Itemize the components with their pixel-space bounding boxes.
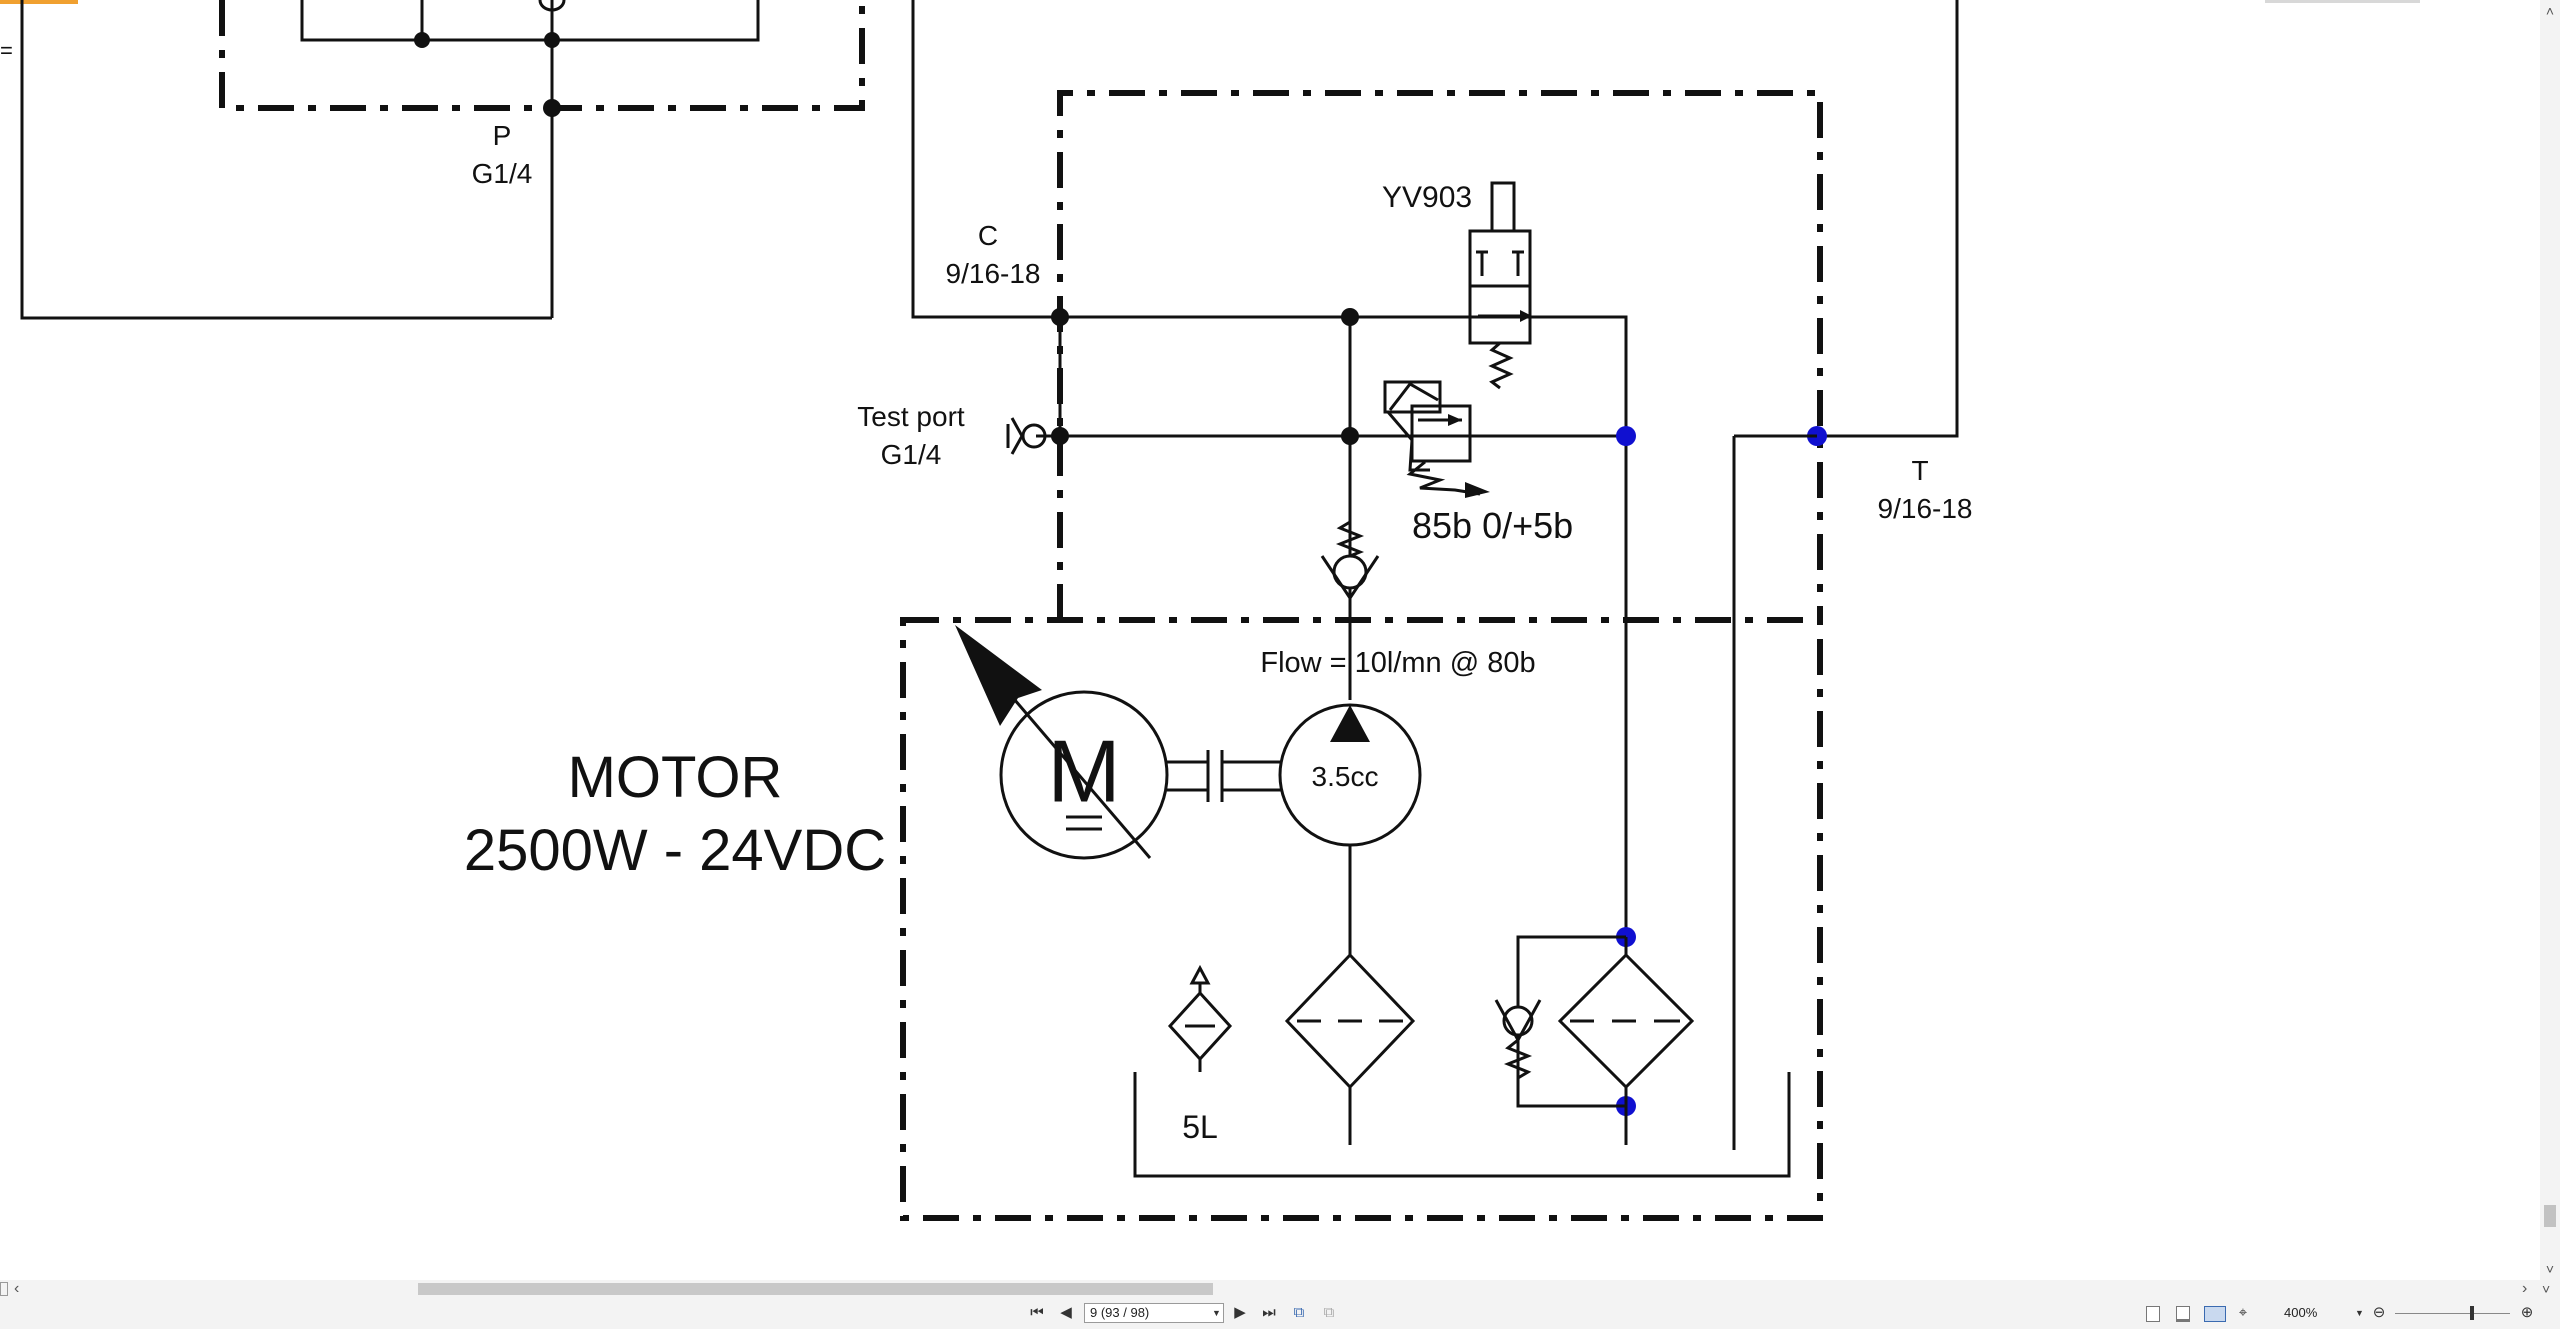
tank-return-line-upper xyxy=(1817,0,1959,438)
scroll-left-icon[interactable]: ‹ xyxy=(14,1280,20,1297)
zoom-slider-track[interactable] xyxy=(2395,1313,2510,1314)
tank-volume: 5L xyxy=(1182,1109,1218,1145)
zoom-in-icon[interactable]: ⊕ xyxy=(2520,1304,2534,1321)
split-pane-icon[interactable] xyxy=(0,1282,8,1296)
document-tab-indicator xyxy=(0,0,78,4)
continuous-page-icon[interactable] xyxy=(2176,1306,2190,1322)
port-p-name: P xyxy=(493,120,512,151)
port-p-thread: G1/4 xyxy=(472,158,533,189)
test-port-thread: G1/4 xyxy=(881,439,942,470)
scroll-down-icon[interactable]: ˅ xyxy=(2545,1261,2555,1277)
document-viewport[interactable]: = P G1/4 C 9/16-18 xyxy=(0,0,2540,1280)
scroll-up-icon[interactable]: ˄ xyxy=(2545,3,2555,19)
previous-view-icon[interactable]: ⧉ xyxy=(1293,1304,1305,1321)
suction-filter xyxy=(1284,952,1416,1145)
horizontal-scroll-thumb[interactable] xyxy=(418,1283,1213,1295)
top-scroll-indicator xyxy=(2265,0,2420,3)
page-dropdown-icon[interactable]: ▼ xyxy=(1212,1308,1221,1318)
navigation-toolbar: ⏮ ◀ 9 (93 / 98) ▼ ▶ ⏭ ⧉ ⧉ ⌖ 400% ▼ ⊖ ⊕ xyxy=(0,1298,2560,1329)
page-number-field[interactable]: 9 (93 / 98) xyxy=(1084,1303,1224,1323)
zoom-dropdown-icon[interactable]: ▼ xyxy=(2355,1308,2364,1318)
relief-setting: 85b 0/+5b xyxy=(1412,505,1573,546)
port-t-label: T 9/16-18 xyxy=(1878,455,1973,524)
continuous-facing-icon[interactable]: ⌖ xyxy=(2238,1304,2248,1321)
port-c-line xyxy=(911,0,1060,319)
motor-title: MOTOR xyxy=(568,745,783,810)
power-unit-enclosure xyxy=(900,617,1823,1221)
port-c-thread: 9/16-18 xyxy=(946,258,1041,289)
junction-blue xyxy=(1616,426,1636,446)
last-page-icon[interactable]: ⏭ xyxy=(1262,1304,1276,1321)
shaft-coupling xyxy=(1167,750,1282,802)
vertical-scrollbar[interactable]: ˄ ˅ xyxy=(2540,0,2560,1280)
test-port-symbol xyxy=(1006,417,1060,455)
horizontal-scrollbar[interactable]: ‹ › ˅ xyxy=(0,1280,2560,1298)
motor-letter: M xyxy=(1047,721,1120,820)
hydraulic-schematic: = P G1/4 C 9/16-18 xyxy=(0,0,1973,1221)
relief-valve: 85b 0/+5b xyxy=(1383,380,1573,546)
port-c-name: C xyxy=(978,220,998,251)
valve-label: YV903 xyxy=(1382,181,1472,214)
port-p-label: P G1/4 xyxy=(472,120,533,189)
pump-displacement: 3.5cc xyxy=(1312,761,1379,792)
pump-symbol: 3.5cc xyxy=(1278,703,1422,847)
breather-filler: 5L xyxy=(1167,964,1233,1145)
first-page-icon[interactable]: ⏮ xyxy=(1030,1304,1044,1321)
zoom-level[interactable]: 400% xyxy=(2284,1305,2318,1320)
next-view-icon[interactable]: ⧉ xyxy=(1323,1304,1335,1321)
single-page-icon[interactable] xyxy=(2146,1306,2160,1322)
reservoir-tank xyxy=(1133,1072,1791,1178)
scroll-corner-icon[interactable]: ˅ xyxy=(2542,1281,2551,1297)
test-port-name: Test port xyxy=(857,401,965,432)
port-t-name: T xyxy=(1911,455,1928,486)
port-c-label: C 9/16-18 xyxy=(946,220,1041,289)
check-valve xyxy=(1320,520,1380,601)
pressure-line xyxy=(1060,315,1628,937)
motor-rating: 2500W - 24VDC xyxy=(464,818,886,883)
next-page-icon[interactable]: ▶ xyxy=(1234,1304,1246,1321)
prev-page-icon[interactable]: ◀ xyxy=(1060,1304,1072,1321)
zoom-out-icon[interactable]: ⊖ xyxy=(2372,1304,2386,1321)
solenoid-valve-yv903: YV903 xyxy=(1382,181,1532,390)
edge-fragment-text: = xyxy=(0,38,13,63)
zoom-slider-handle[interactable] xyxy=(2470,1306,2474,1320)
port-t-thread: 9/16-18 xyxy=(1878,493,1973,524)
scroll-right-icon[interactable]: › xyxy=(2522,1280,2528,1297)
motor-label: MOTOR 2500W - 24VDC xyxy=(464,745,886,883)
facing-pages-icon[interactable] xyxy=(2204,1306,2226,1322)
vertical-scroll-thumb[interactable] xyxy=(2544,1205,2556,1227)
flow-label: Flow = 10l/mn @ 80b xyxy=(1260,647,1535,679)
test-port-label: Test port G1/4 xyxy=(857,401,965,470)
upper-left-circuit: = xyxy=(0,0,865,320)
motor-symbol: M xyxy=(955,625,1169,860)
return-filter xyxy=(1494,935,1695,1145)
